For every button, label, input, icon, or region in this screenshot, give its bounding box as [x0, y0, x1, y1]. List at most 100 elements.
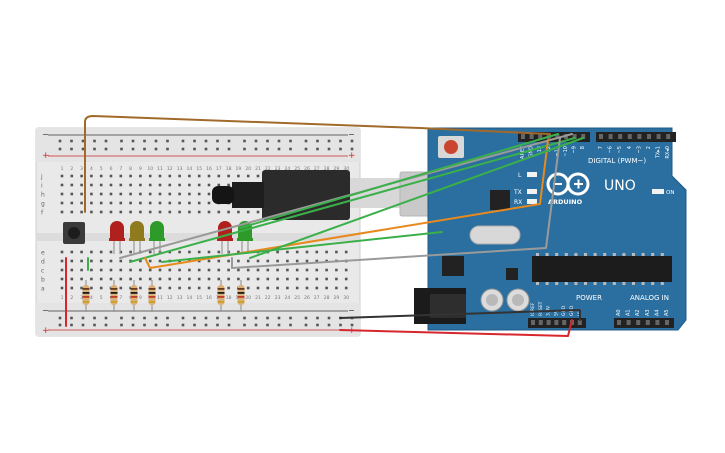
header-pin[interactable]: [555, 134, 560, 139]
power-pin[interactable]: [554, 320, 559, 325]
hole: [197, 250, 201, 254]
hole: [246, 277, 250, 281]
rail-hole: [93, 147, 96, 151]
column-number: 29: [334, 295, 340, 301]
header-pin[interactable]: [599, 134, 603, 139]
hole: [158, 277, 162, 281]
rail-hole: [120, 147, 123, 151]
rail-hole: [70, 147, 73, 151]
header-pin[interactable]: [538, 134, 543, 139]
power-pin[interactable]: [531, 320, 535, 325]
chip-pin: [564, 282, 568, 285]
hole: [315, 259, 319, 263]
hole: [60, 286, 64, 290]
header-pin[interactable]: [656, 134, 661, 139]
analog-pin-label: A5: [664, 309, 670, 316]
hole: [237, 210, 240, 214]
column-number: 3: [80, 295, 83, 301]
analog-pin[interactable]: [645, 320, 650, 325]
analog-pin[interactable]: [626, 320, 631, 325]
hole: [266, 259, 270, 263]
pushbutton[interactable]: [63, 222, 85, 244]
wire-gray-2: [231, 137, 561, 269]
power-pin[interactable]: [562, 320, 567, 325]
hole: [60, 259, 64, 263]
rail-hole: [254, 147, 258, 151]
hole: [70, 259, 74, 263]
hole: [70, 174, 74, 178]
power-pin[interactable]: [538, 320, 543, 325]
rail-hole: [120, 316, 123, 320]
hole: [70, 277, 74, 281]
rail-hole: [181, 139, 185, 143]
power-pin[interactable]: [546, 320, 551, 325]
hole: [148, 201, 152, 205]
header-pin[interactable]: [666, 134, 671, 139]
analog-pin[interactable]: [617, 320, 621, 325]
hole: [207, 174, 211, 178]
hole: [178, 268, 181, 272]
header-pin-label: ~6: [608, 146, 614, 153]
hole: [80, 210, 83, 214]
rail-hole: [81, 316, 85, 320]
header-pin[interactable]: [529, 134, 534, 139]
chip-pin: [555, 282, 559, 285]
header-pin[interactable]: [608, 134, 613, 139]
hole: [90, 286, 93, 290]
hole: [178, 201, 181, 205]
rail-hole: [316, 147, 319, 151]
resistor: [148, 280, 156, 312]
header-pin[interactable]: [627, 134, 632, 139]
hole: [178, 250, 181, 254]
header-pin[interactable]: [572, 134, 577, 139]
analog-pin[interactable]: [655, 320, 660, 325]
hole: [305, 277, 309, 281]
rail-hole: [227, 323, 231, 327]
hole: [109, 259, 113, 263]
reset-button[interactable]: [444, 140, 458, 154]
analog-pin[interactable]: [636, 320, 641, 325]
analog-pin-label: A2: [635, 309, 641, 316]
chip-pin: [622, 253, 626, 256]
rail-hole: [104, 323, 108, 327]
rail-hole: [131, 323, 135, 327]
chip-pin: [641, 253, 645, 256]
hole: [119, 250, 123, 254]
column-number: 12: [167, 295, 173, 301]
rail-hole: [277, 147, 281, 151]
hole: [60, 210, 64, 214]
hole: [129, 183, 132, 187]
hole: [207, 259, 211, 263]
hole: [197, 268, 201, 272]
column-number: 22: [265, 295, 271, 301]
rail-hole: [216, 323, 219, 327]
hole: [256, 210, 260, 214]
row-letter: j: [40, 174, 43, 181]
bottom-rail-plus-label: +: [42, 326, 50, 336]
header-pin[interactable]: [637, 134, 642, 139]
power-pin[interactable]: [577, 320, 582, 325]
header-pin[interactable]: [647, 134, 651, 139]
header-pin[interactable]: [618, 134, 623, 139]
hole: [178, 174, 181, 178]
brand-label: ARDUINO: [548, 198, 583, 206]
header-pin[interactable]: [581, 134, 586, 139]
header-pin[interactable]: [521, 134, 525, 139]
hole: [168, 201, 172, 205]
rail-hole: [350, 323, 354, 327]
hole: [197, 174, 201, 178]
column-number: 28: [324, 166, 330, 172]
hole: [237, 268, 240, 272]
header-pin-label: 8: [580, 146, 586, 149]
hole: [168, 277, 172, 281]
on-label: ON: [666, 190, 674, 196]
chip-pin: [632, 253, 635, 256]
hole: [158, 174, 162, 178]
hole: [246, 210, 250, 214]
rail-hole: [143, 139, 146, 143]
hole: [119, 277, 123, 281]
column-number: 26: [304, 295, 310, 301]
rail-hole: [289, 139, 292, 143]
analog-pin[interactable]: [665, 320, 669, 325]
row-letter: i: [41, 183, 43, 190]
